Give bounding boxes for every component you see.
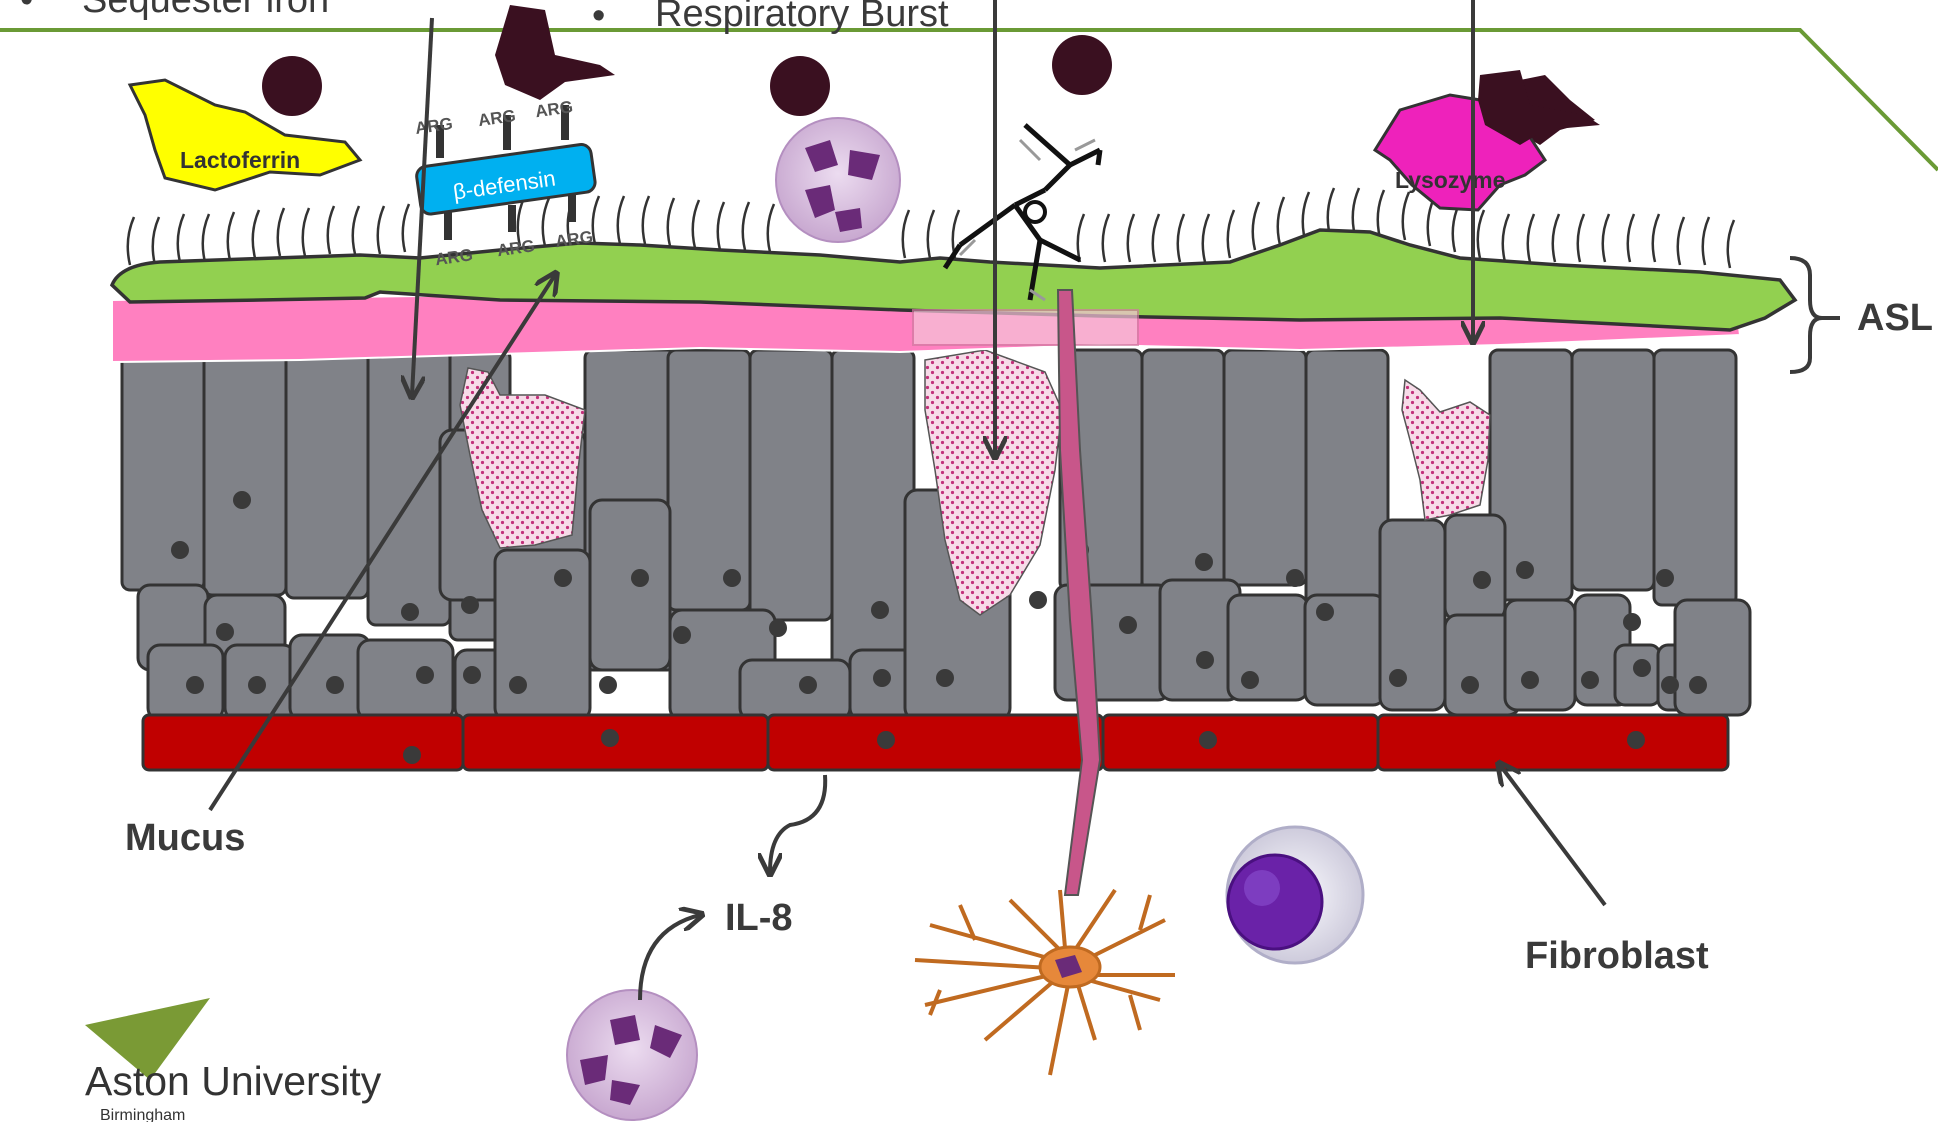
bacterium-circle-3 (1052, 35, 1112, 95)
aston-university-city: Birmingham (100, 1107, 185, 1122)
goblet-cell-3 (1402, 380, 1490, 520)
lysozyme-label: Lysozyme (1395, 167, 1505, 193)
secretory-component (913, 310, 1138, 345)
lymphocyte (1227, 827, 1363, 963)
lactoferrin-protein (130, 80, 360, 190)
dendritic-cell (915, 890, 1175, 1075)
arg-label-1: ARG (414, 114, 454, 138)
basement-membrane (143, 715, 1728, 770)
lactoferrin-label: Lactoferrin (180, 147, 300, 173)
mucus-label: Mucus (125, 817, 245, 859)
bullet-left: • (20, 0, 33, 21)
asl-label: ASL (1857, 297, 1933, 339)
bacterium-circle-2 (770, 56, 830, 116)
sequester-iron-label: Sequester iron (82, 0, 329, 21)
il8-label: IL-8 (725, 897, 793, 939)
respiratory-burst-label: Respiratory Burst (655, 0, 949, 35)
bacterium-circle-1 (262, 56, 322, 116)
neutrophil-top (776, 118, 900, 242)
asl-bracket (1790, 258, 1822, 372)
beta-defensin-protein: β-defensin ARG ARG ARG ARG ARG ARG (414, 97, 596, 269)
neutrophil-bottom (567, 990, 697, 1120)
aston-university-name: Aston University (85, 1058, 382, 1104)
fibroblast-label: Fibroblast (1525, 935, 1709, 977)
bullet-mid: • (592, 0, 605, 37)
